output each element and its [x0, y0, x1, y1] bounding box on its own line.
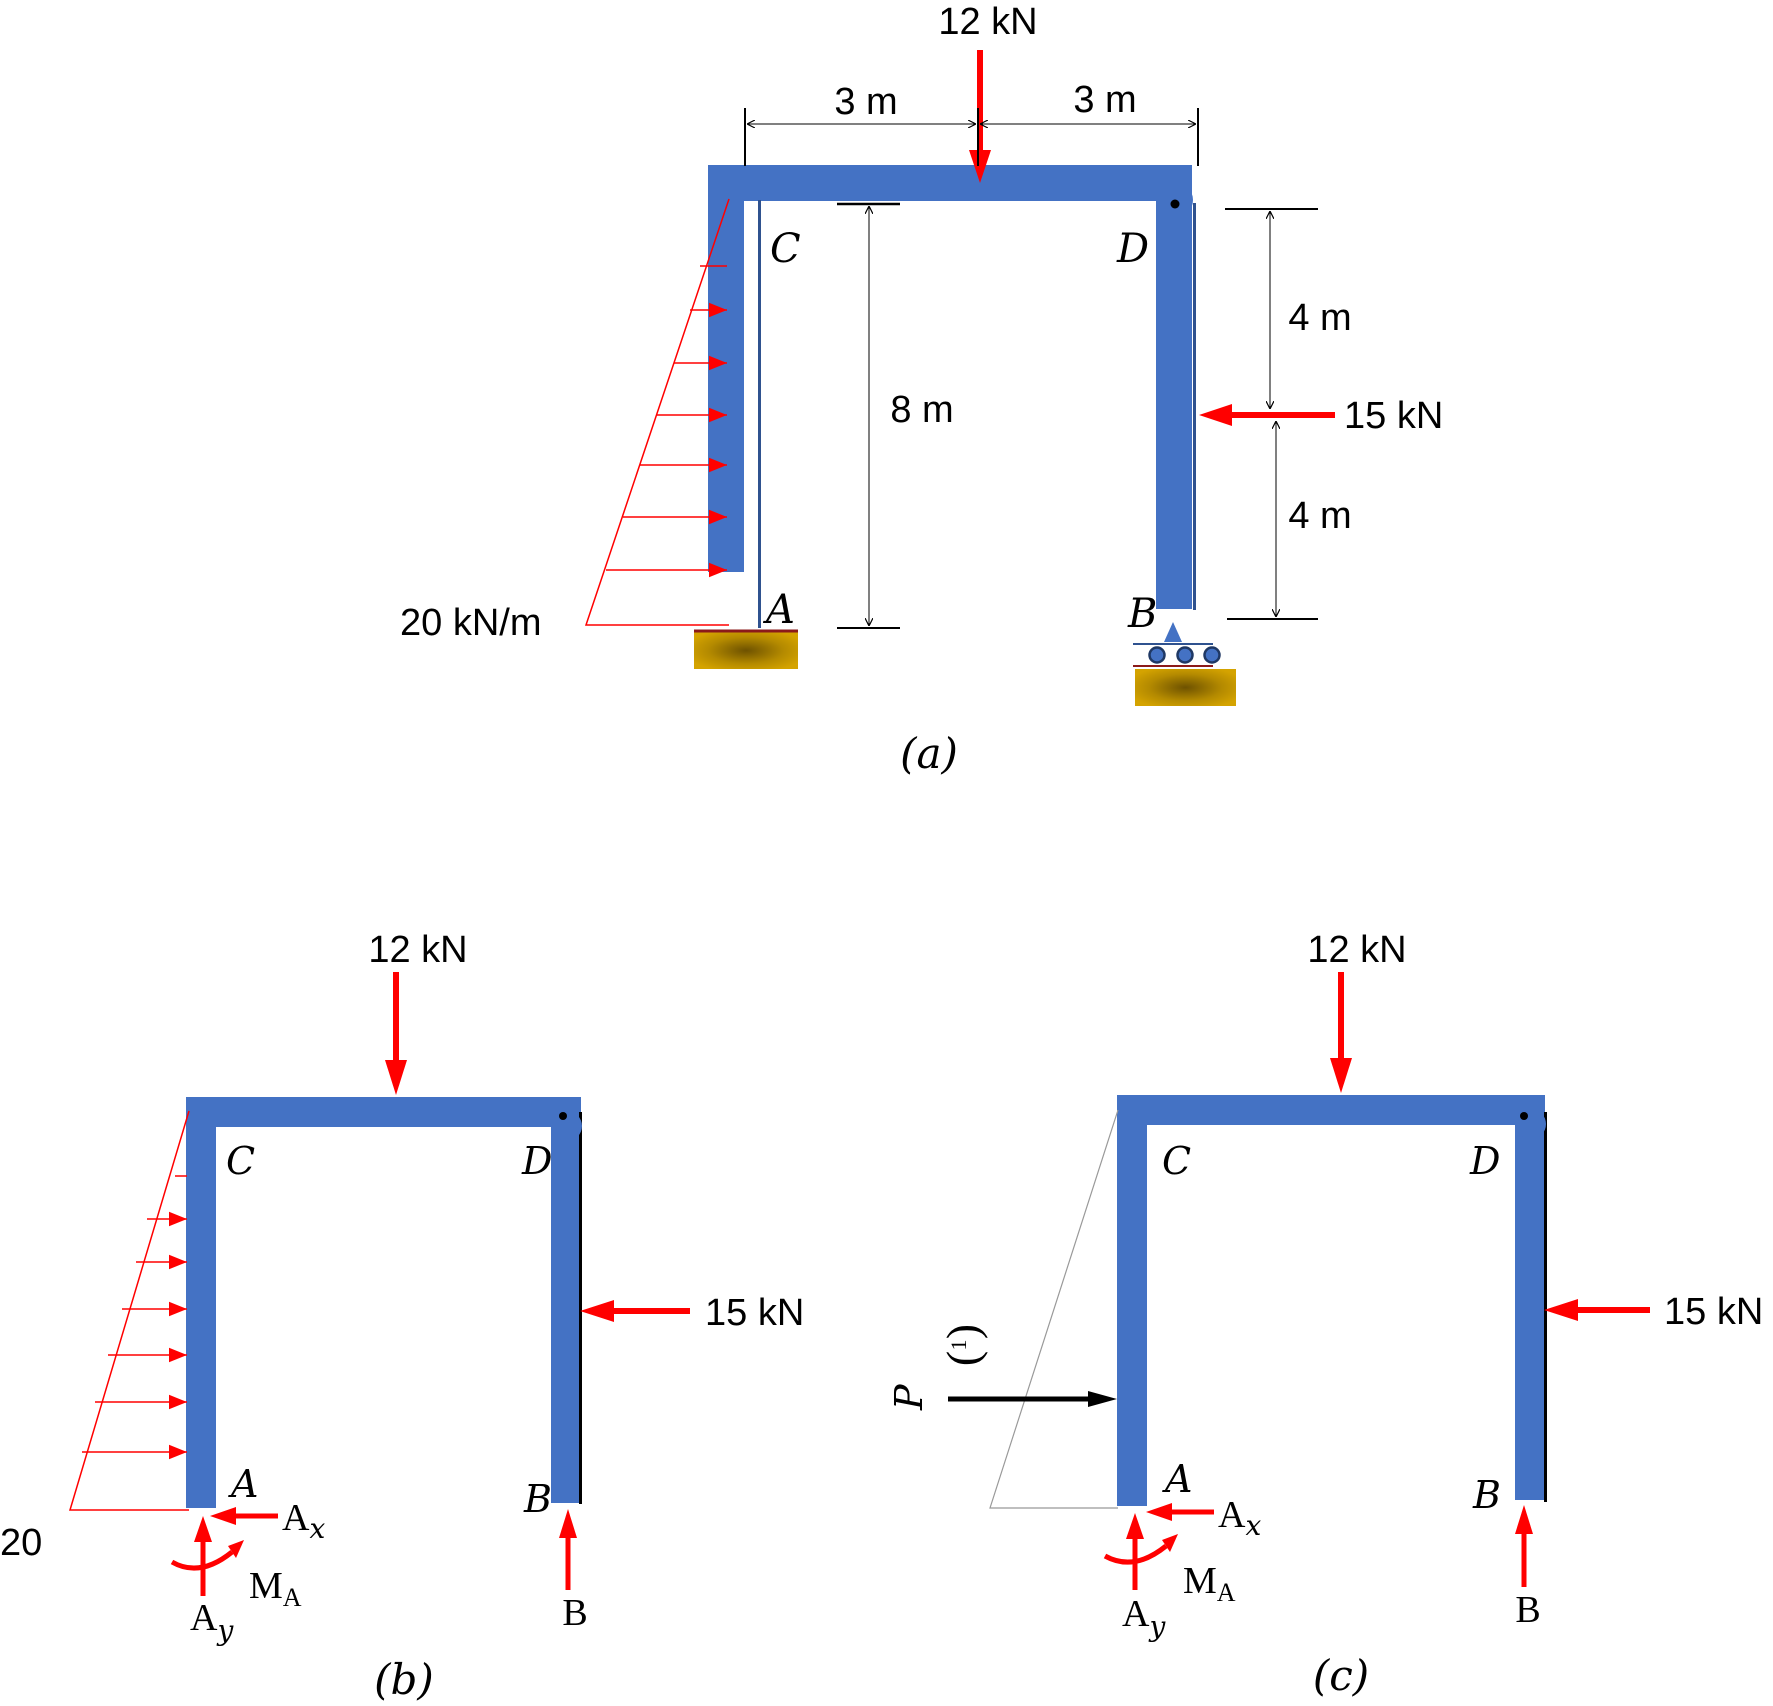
node-b-label-b: B [523, 1477, 552, 1521]
resultant-p-text: P [887, 1383, 931, 1411]
reaction-ay-b-head [194, 1516, 212, 1542]
reaction-ay-label-b: Ay [190, 1597, 234, 1647]
load-side-label-b: 15 kN [705, 1292, 804, 1334]
figure-b: 12 kN 15 kN 20 C D A B Ax MA Ay B (b) [0, 929, 804, 1704]
roller-pin-b [1164, 622, 1182, 642]
distributed-load-arrows-b [82, 1175, 187, 1460]
hinge-d-c [1516, 1109, 1546, 1139]
node-c-label-c: C [1162, 1139, 1191, 1183]
roller-wheel [1148, 646, 1166, 664]
load-top-label-b: 12 kN [368, 929, 467, 971]
column-b-right-edge [579, 1112, 582, 1504]
dim-right-label-a: 3 m [1073, 79, 1136, 121]
dimension-right-a [1225, 208, 1318, 620]
hinge-pin-b [559, 1112, 567, 1120]
node-c-label-b: C [226, 1139, 255, 1183]
caption-c: (c) [1313, 1651, 1369, 1700]
fixed-support-a [694, 632, 798, 669]
column-c-right-edge [1544, 1112, 1547, 1502]
resultant-tag-paren: ( ) [937, 1324, 988, 1366]
dimension-span-a [744, 108, 1199, 166]
hinge-d-b [552, 1111, 582, 1141]
caption-a: (a) [900, 729, 958, 778]
reaction-b-b-head [559, 1509, 577, 1538]
frame-b-member [186, 1097, 581, 1508]
resultant-p-c-head [1088, 1391, 1117, 1407]
node-b-label-a: B [1127, 591, 1157, 637]
load-side-label-a: 15 kN [1344, 395, 1443, 437]
figure-c: 12 kN 15 kN P ( ) 1 C D A B Ax MA Ay B (… [887, 929, 1763, 1700]
dist-load-label-a: 20 kN/m [400, 602, 541, 644]
node-b-label-c: B [1472, 1473, 1501, 1517]
roller-wheel [1176, 646, 1194, 664]
reaction-b-label-b: B [562, 1592, 587, 1634]
point-load-12kn-a-head [969, 150, 991, 183]
figure-a: 12 kN 3 m 3 m 8 m 4 m 4 m 15 kN 20 kN/m … [400, 1, 1443, 778]
node-d-label-b: D [521, 1139, 552, 1183]
point-load-12kn-b-head [385, 1060, 407, 1095]
dim-left-label-a: 3 m [834, 81, 897, 123]
reaction-b-c-head [1515, 1505, 1533, 1534]
dimension-height-a [837, 202, 900, 629]
resultant-p-label-c: P [887, 1383, 931, 1411]
reaction-ay-label-c: Ay [1122, 1593, 1166, 1643]
distributed-load-arrows-a [606, 265, 727, 578]
hinge-pin-c [1520, 1112, 1528, 1120]
load-top-label-c: 12 kN [1307, 929, 1406, 971]
resultant-tag-number: 1 [946, 1340, 971, 1351]
point-load-15kn-c-head [1544, 1299, 1578, 1321]
moment-ma-b-head [228, 1540, 244, 1558]
resultant-tag-c: ( ) 1 [937, 1324, 988, 1366]
point-load-15kn-b-head [580, 1300, 614, 1322]
point-load-15kn-a-head [1199, 404, 1232, 426]
frame-c-member [1117, 1095, 1545, 1506]
node-d-label-a: D [1116, 226, 1149, 272]
roller-ground-b [1135, 669, 1236, 706]
dim-upper-label-a: 4 m [1288, 297, 1351, 339]
moment-ma-label-c: MA [1183, 1560, 1236, 1607]
moment-ma-c [1103, 1544, 1168, 1565]
height-label-a: 8 m [890, 389, 953, 431]
node-a-label-a: A [762, 587, 795, 633]
column-b-edge [1193, 203, 1196, 610]
reaction-ax-c-head [1146, 1503, 1172, 1521]
reaction-ax-label-c: Ax [1218, 1494, 1261, 1542]
dim-lower-label-a: 4 m [1288, 495, 1351, 537]
node-c-label-a: C [770, 226, 801, 272]
load-top-label-a: 12 kN [938, 1, 1037, 43]
load-side-label-c: 15 kN [1664, 1291, 1763, 1333]
hinge-pin-a [1170, 199, 1180, 209]
roller-wheel [1203, 646, 1221, 664]
node-a-label-c: A [1162, 1457, 1192, 1501]
dist-load-label-b: 20 [0, 1522, 42, 1564]
moment-ma-c-head [1162, 1534, 1178, 1552]
column-a-edge [758, 200, 761, 628]
distributed-load-outline-a [584, 198, 730, 626]
node-d-label-c: D [1469, 1139, 1500, 1183]
reaction-ay-c-head [1126, 1513, 1144, 1539]
caption-b: (b) [374, 1655, 434, 1704]
reaction-b-label-c: B [1515, 1589, 1540, 1631]
distributed-load-outline-b [68, 1110, 190, 1511]
load-triangle-ghost-c [989, 1109, 1119, 1509]
frame-a-member [708, 165, 1192, 609]
reaction-ax-label-b: Ax [282, 1497, 325, 1545]
moment-ma-label-b: MA [249, 1565, 302, 1612]
moment-ma-b [170, 1550, 234, 1571]
node-a-label-b: A [228, 1462, 258, 1506]
reaction-ax-b-head [210, 1507, 236, 1525]
point-load-12kn-c-head [1330, 1058, 1352, 1093]
